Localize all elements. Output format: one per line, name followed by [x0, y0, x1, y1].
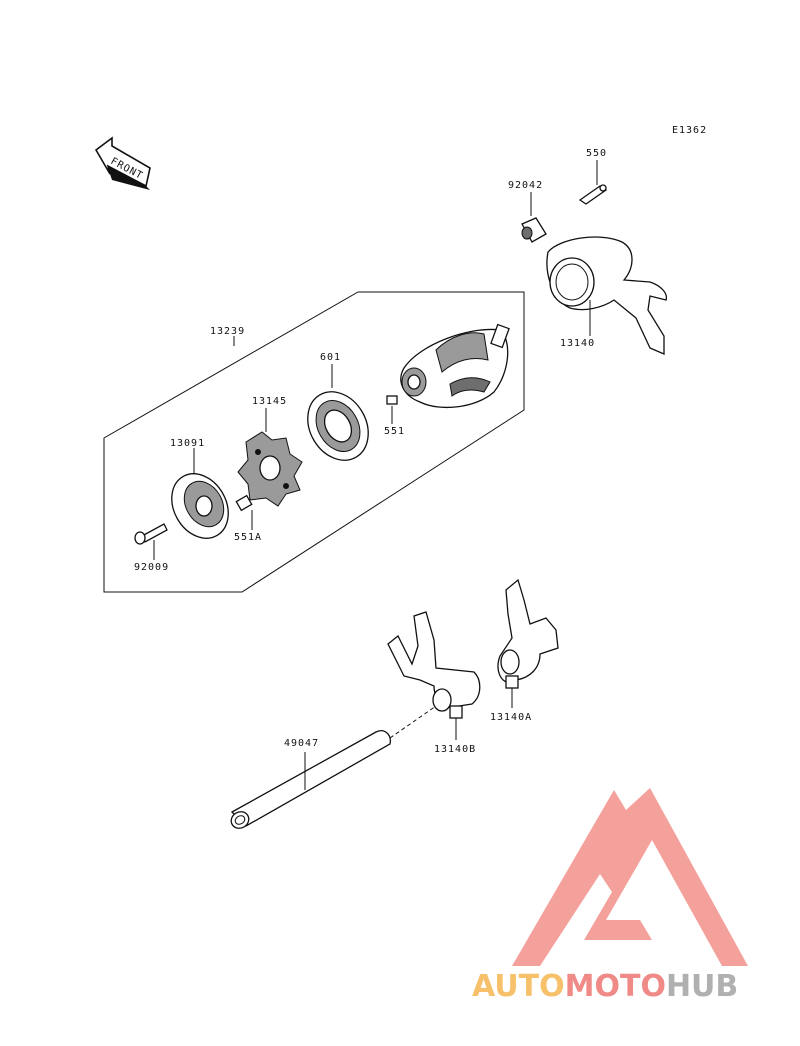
label-601: 601 [320, 352, 341, 363]
label-550: 550 [586, 148, 607, 159]
part-92009-screw [134, 523, 168, 560]
part-13145-star-plate [237, 408, 303, 507]
label-92009: 92009 [134, 562, 169, 573]
assembly-box-13239 [103, 291, 525, 593]
label-13140: 13140 [560, 338, 595, 349]
label-13140B: 13140B [434, 744, 476, 755]
part-551A-pin [235, 494, 253, 530]
part-13091-cam-plate [171, 448, 229, 539]
part-49047-shaft [230, 705, 437, 829]
front-arrow-icon: FRONT [94, 136, 151, 190]
label-13140A: 13140A [490, 712, 532, 723]
label-92042: 92042 [508, 180, 543, 191]
label-551A: 551A [234, 532, 262, 543]
diagram-code: E1362 [672, 125, 707, 136]
part-601-bearing [307, 364, 369, 461]
part-shift-drum [400, 323, 510, 409]
part-13140-shift-fork [546, 236, 668, 355]
label-49047: 49047 [284, 738, 319, 749]
label-13239: 13239 [210, 326, 245, 337]
label-551: 551 [384, 426, 405, 437]
part-92042-pin [521, 192, 547, 243]
part-13140B-shift-fork [387, 611, 481, 740]
watermark-text: AUTOMOTOHUB [472, 969, 738, 1004]
label-13145: 13145 [252, 396, 287, 407]
label-13091: 13091 [170, 438, 205, 449]
automotohub-logo-icon [512, 788, 748, 966]
part-550-cotter-pin [578, 160, 608, 205]
part-551-pin [386, 395, 398, 424]
part-13140A-shift-fork [497, 578, 559, 708]
